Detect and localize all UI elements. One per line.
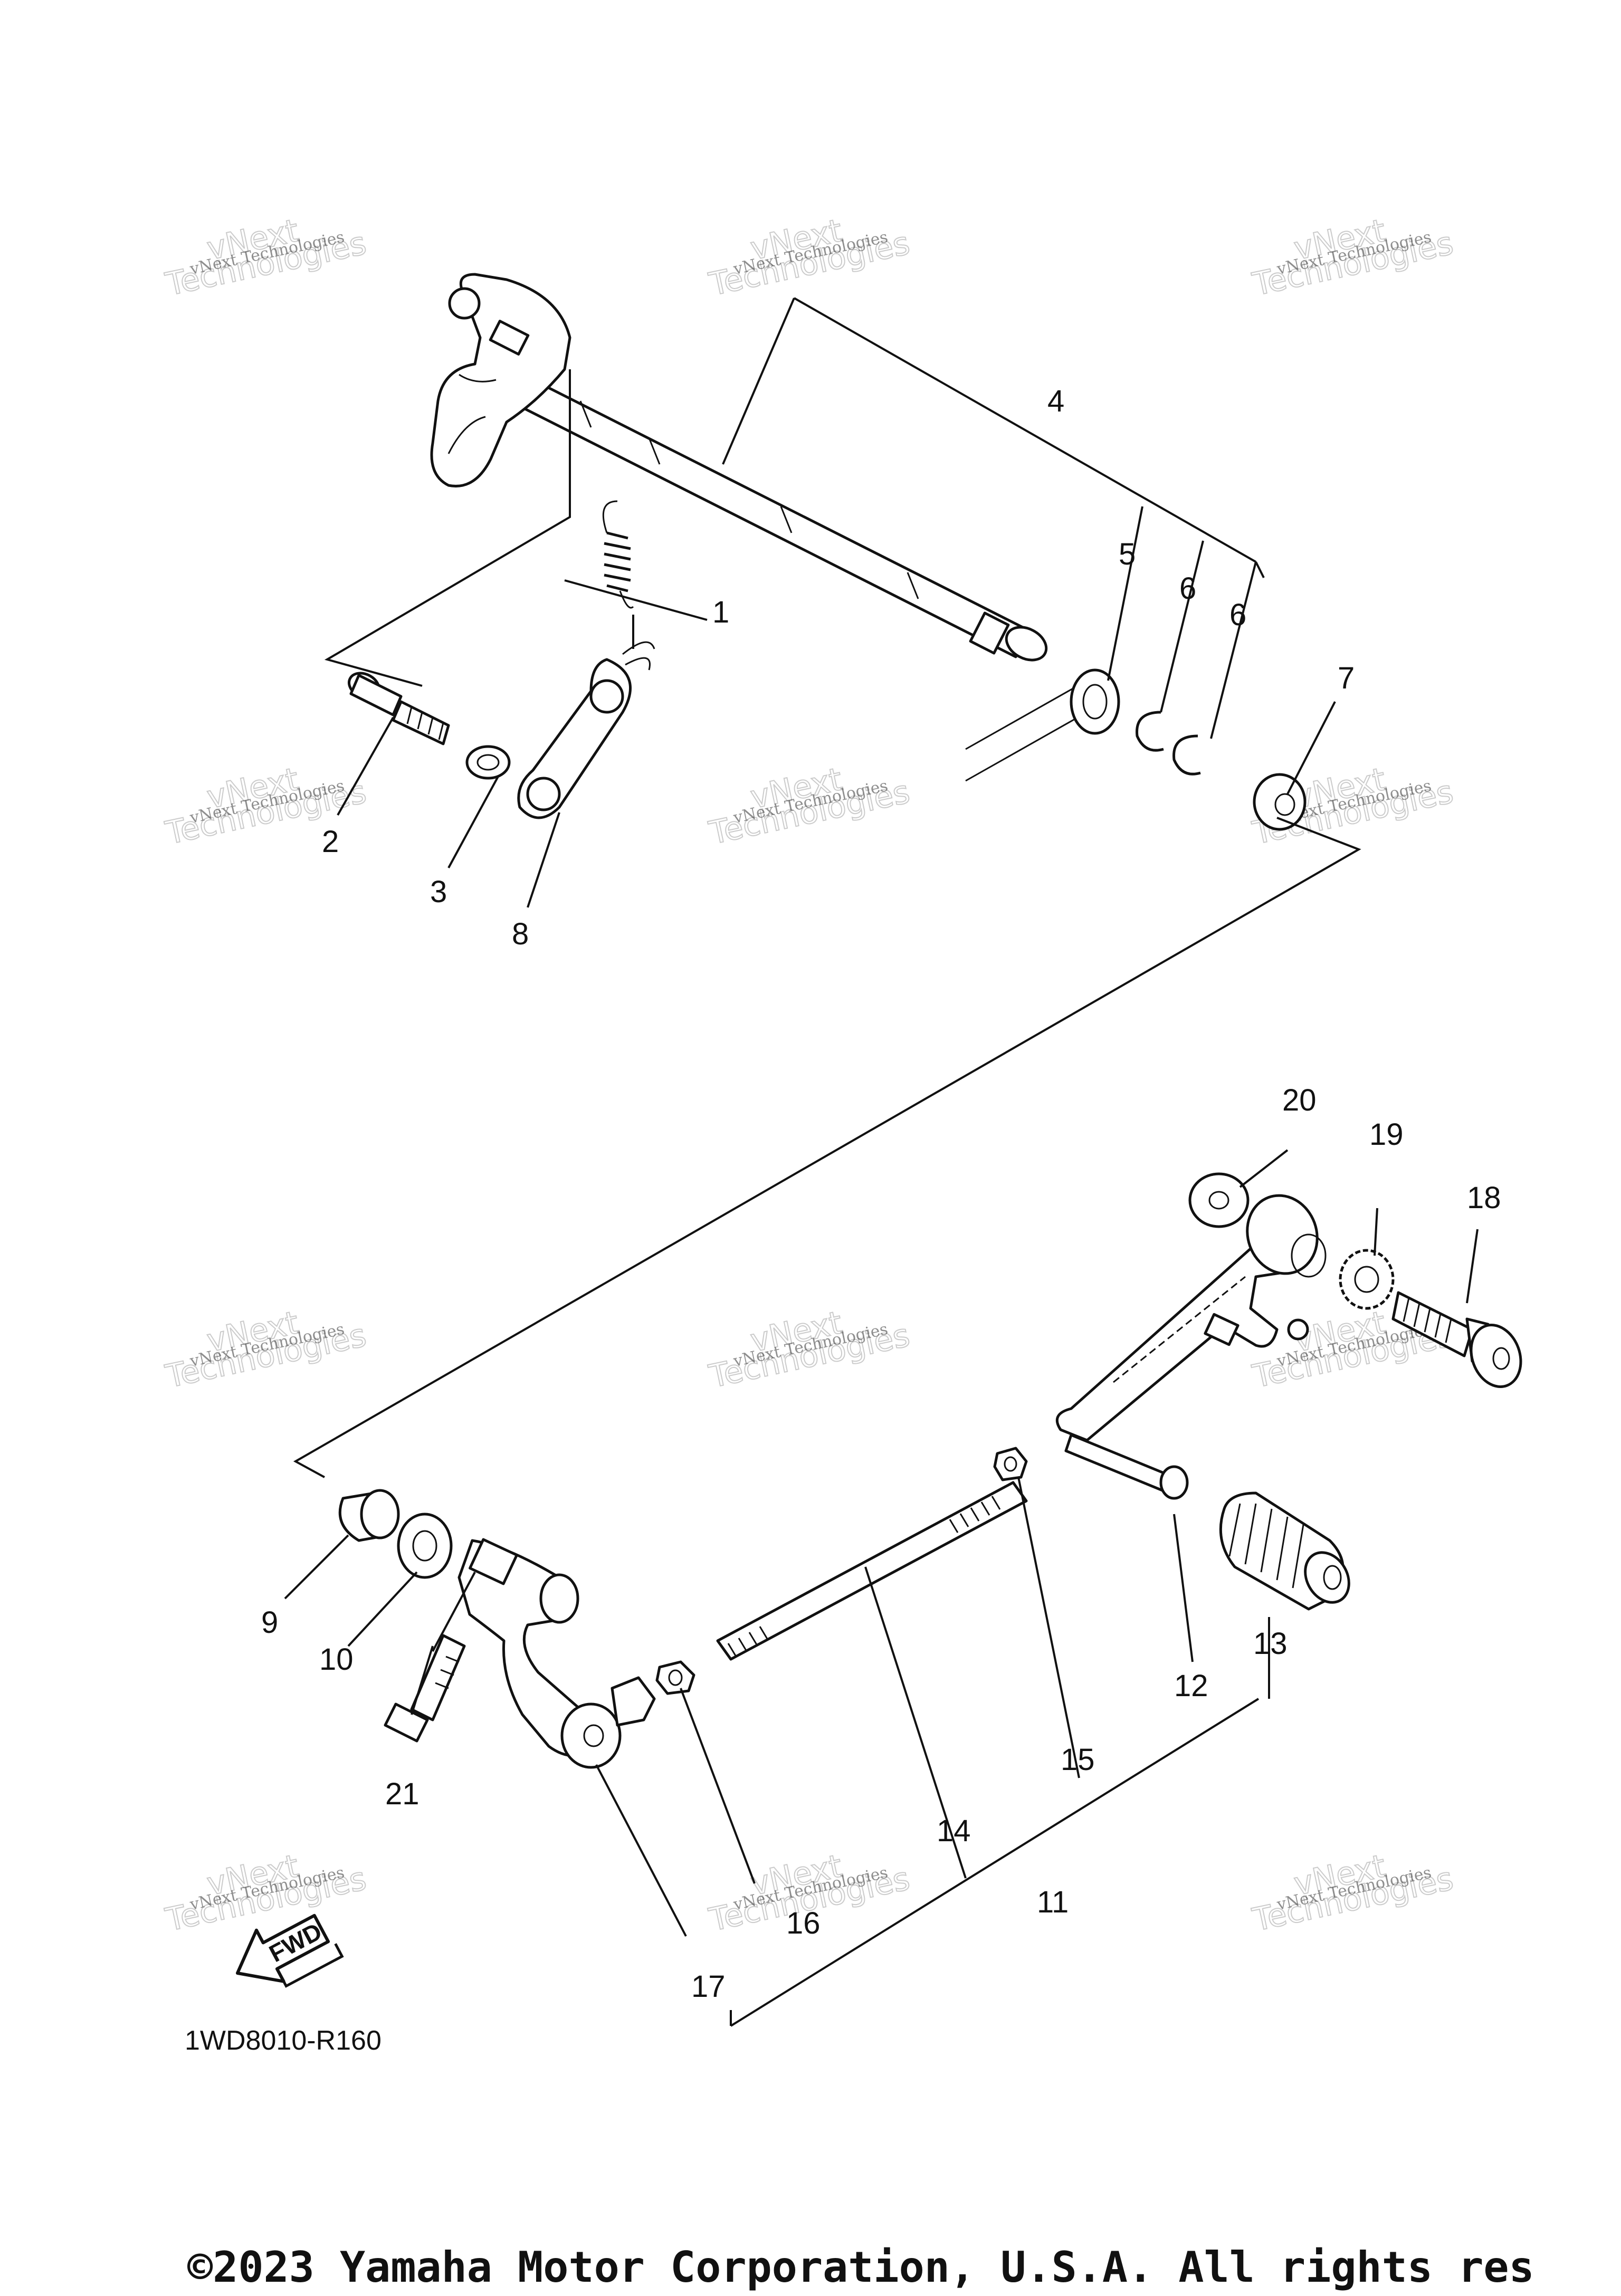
callout-11: 11	[1037, 1885, 1069, 1919]
callout-10: 10	[319, 1642, 354, 1677]
pedal-rubber	[1219, 1491, 1350, 1611]
circlip-2	[1172, 734, 1201, 776]
stopper-lever	[517, 641, 655, 819]
callout-4: 4	[1047, 384, 1064, 418]
lock-nut-1	[655, 1660, 695, 1695]
bearing	[338, 1489, 400, 1542]
shift-shaft-assembly	[293, 273, 1361, 1478]
circlip-1	[1136, 711, 1164, 752]
watermark-grid: Technologies vNext vNext Technologies Te…	[162, 212, 1457, 1939]
drawing-id: 1WD8010-R160	[185, 2025, 382, 2056]
shift-arm	[457, 1538, 598, 1757]
callout-3: 3	[430, 875, 447, 909]
callout-21: 21	[385, 1777, 419, 1811]
callout-20: 20	[1282, 1083, 1317, 1117]
callout-8: 8	[512, 917, 529, 951]
clamp-bolt	[384, 1634, 466, 1743]
stopper-bolt	[348, 672, 450, 745]
pivot-bolt	[1391, 1291, 1522, 1388]
callout-18: 18	[1467, 1181, 1501, 1215]
callout-6a: 6	[1179, 571, 1196, 606]
return-spring	[602, 500, 634, 609]
shaft-spring	[965, 668, 1120, 782]
callout-9: 9	[261, 1605, 278, 1640]
lock-nut-2	[993, 1447, 1028, 1481]
callout-19: 19	[1369, 1117, 1404, 1152]
callout-16: 16	[786, 1906, 821, 1940]
pedal-washer-20	[1188, 1172, 1250, 1228]
shift-shaft	[430, 273, 1048, 662]
shift-pedal	[1055, 1194, 1327, 1500]
callout-1: 1	[712, 595, 729, 629]
copyright-notice: ©2023 Yamaha Motor Corporation, U.S.A. A…	[187, 2243, 1534, 2292]
shift-rod	[716, 1481, 1028, 1661]
callout-15: 15	[1061, 1743, 1095, 1777]
callout-17: 17	[691, 1969, 726, 2004]
callout-14: 14	[937, 1814, 971, 1848]
collar	[465, 745, 511, 780]
callout-2: 2	[322, 825, 339, 859]
lower-washer	[397, 1513, 453, 1579]
shift-pedal-assembly	[284, 1149, 1522, 2027]
callout-5: 5	[1119, 537, 1136, 571]
callout-12: 12	[1174, 1669, 1208, 1703]
pedal-washer-19	[1339, 1249, 1395, 1310]
callout-13: 13	[1253, 1627, 1288, 1661]
washer	[1253, 773, 1307, 831]
callout-7: 7	[1338, 661, 1355, 695]
rod-end	[560, 1676, 656, 1769]
callout-labels: 1 2 3 4 5 6 6 7 8 9 10 11 12 13 14 15 16…	[261, 384, 1501, 2004]
callout-6b: 6	[1229, 598, 1246, 632]
